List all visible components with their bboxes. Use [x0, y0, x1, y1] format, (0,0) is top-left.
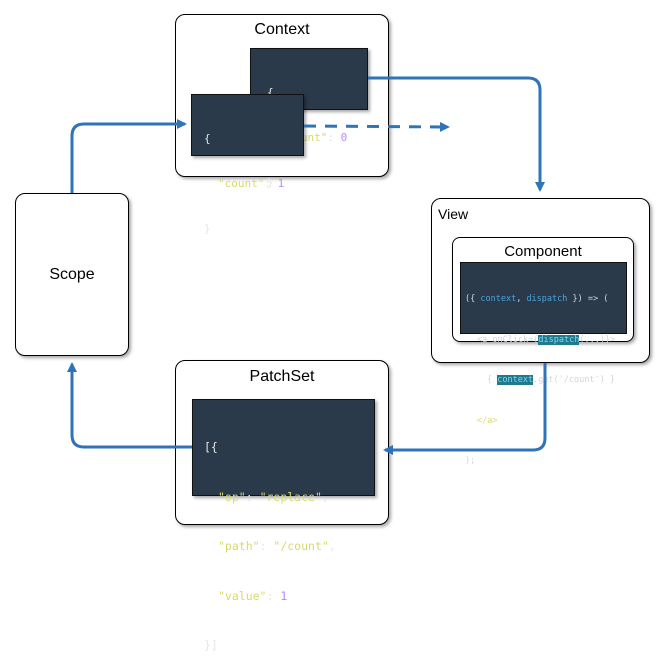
scope-box: Scope — [15, 193, 129, 356]
patch-path-key: "path" — [218, 539, 260, 553]
patchset-title: PatchSet — [249, 368, 315, 385]
arrow-context-to-view — [368, 76, 545, 192]
flow-arrows — [67, 76, 547, 455]
old-state-open: { — [267, 86, 274, 99]
context-new-state: { "count": 1 } — [191, 94, 304, 235]
component-context-call: context — [497, 375, 534, 385]
component-title: Component — [504, 243, 582, 260]
patch-op-key: "op" — [218, 489, 246, 504]
component-code: ({ context, dispatch }) => ( <a onClick=… — [460, 262, 627, 466]
patchset-close: }] — [204, 638, 218, 652]
patch-value-value: 1 — [280, 588, 288, 603]
scope-title: Scope — [49, 266, 95, 283]
component-context-arg: context — [480, 294, 517, 304]
old-state-close: } — [267, 176, 274, 189]
component-end: ); — [465, 456, 476, 466]
component-dispatch-arg: dispatch — [526, 294, 568, 304]
arrow-scope-to-context — [70, 119, 187, 193]
component-close-tag: </a> — [477, 415, 498, 426]
view-title: View — [438, 206, 469, 222]
old-state-value: 0 — [340, 131, 348, 144]
patch-op-value: "replace" — [259, 489, 322, 504]
patch-path-value: "/count" — [273, 539, 329, 553]
patchset-open: [{ — [204, 440, 218, 454]
new-state-close: } — [204, 222, 211, 235]
arrow-dashed-new-state — [303, 121, 450, 132]
component-dispatch-call: dispatch — [538, 334, 580, 345]
context-title: Context — [254, 21, 310, 38]
arrow-view-to-patchset — [383, 363, 547, 455]
new-state-value: 1 — [277, 177, 285, 190]
new-state-key: "count" — [218, 177, 265, 190]
patch-value-key: "value" — [218, 588, 267, 603]
arrow-patchset-to-scope — [67, 362, 192, 449]
new-state-open: { — [204, 132, 211, 145]
